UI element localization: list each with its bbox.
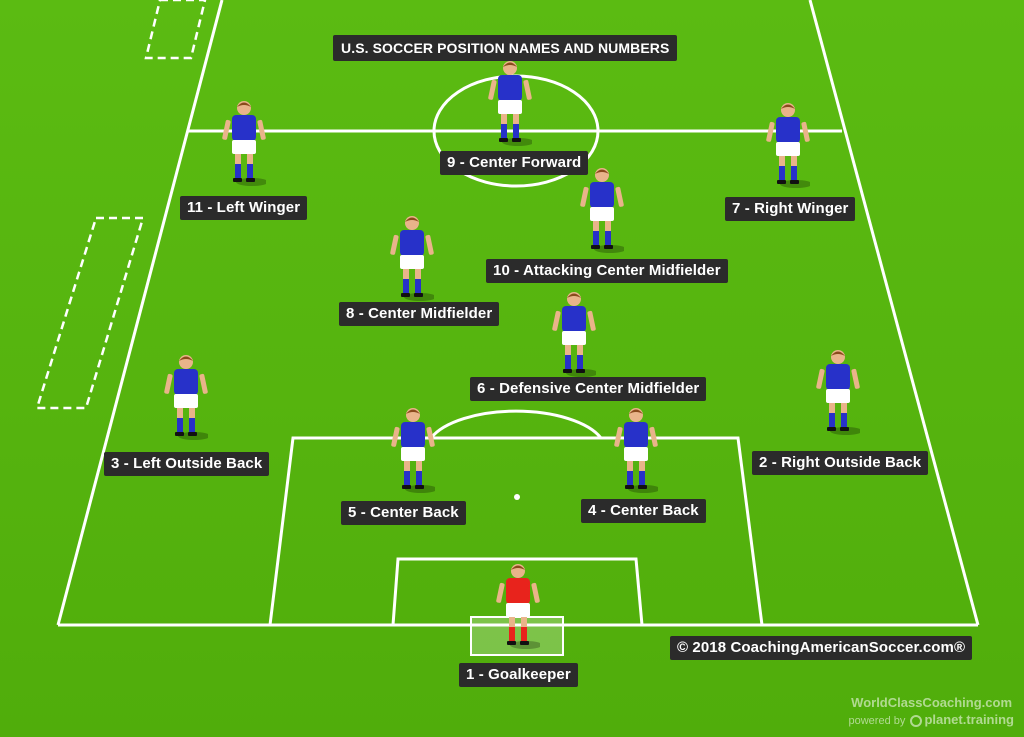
dashed-zone-left — [35, 216, 145, 410]
left-touchline — [56, 0, 224, 626]
penalty-area — [268, 436, 764, 626]
player-11-icon — [222, 100, 268, 186]
player-9-icon — [488, 60, 534, 146]
diagram-title: U.S. SOCCER POSITION NAMES AND NUMBERS — [333, 35, 678, 61]
goal-area — [391, 557, 644, 626]
label-center-back-5: 5 - Center Back — [341, 501, 466, 525]
player-10-icon — [580, 167, 626, 253]
label-left-winger: 11 - Left Winger — [180, 196, 308, 220]
label-center-back-4: 4 - Center Back — [581, 499, 706, 523]
watermark-brand: planet.training — [924, 712, 1014, 727]
label-center-forward: 9 - Center Forward — [440, 151, 589, 175]
label-right-outside-back: 2 - Right Outside Back — [752, 451, 929, 475]
label-left-outside-back: 3 - Left Outside Back — [104, 452, 270, 476]
copyright-notice: © 2018 CoachingAmericanSoccer.com® — [670, 636, 973, 660]
player-3-icon — [164, 354, 210, 440]
label-center-midfielder: 8 - Center Midfielder — [339, 302, 500, 326]
label-attacking-center-midfielder: 10 - Attacking Center Midfielder — [486, 259, 728, 283]
label-defensive-center-midfielder: 6 - Defensive Center Midfielder — [470, 377, 707, 401]
player-8-icon — [390, 215, 436, 301]
watermark-site: WorldClassCoaching.com — [851, 695, 1012, 710]
player-2-icon — [816, 349, 862, 435]
penalty-arc — [429, 409, 603, 439]
dashed-zone-top — [144, 0, 207, 60]
watermark-powered: powered by planet.training — [848, 712, 1014, 727]
right-touchline — [808, 0, 980, 626]
planet-training-logo-icon — [910, 715, 923, 727]
watermark-powered-by: powered by — [848, 715, 906, 727]
player-1-icon — [496, 563, 542, 649]
label-right-winger: 7 - Right Winger — [725, 197, 856, 221]
player-6-icon — [552, 291, 598, 377]
penalty-spot — [514, 494, 520, 500]
player-5-icon — [391, 407, 437, 493]
label-goalkeeper: 1 - Goalkeeper — [459, 663, 578, 687]
player-7-icon — [766, 102, 812, 188]
player-4-icon — [614, 407, 660, 493]
